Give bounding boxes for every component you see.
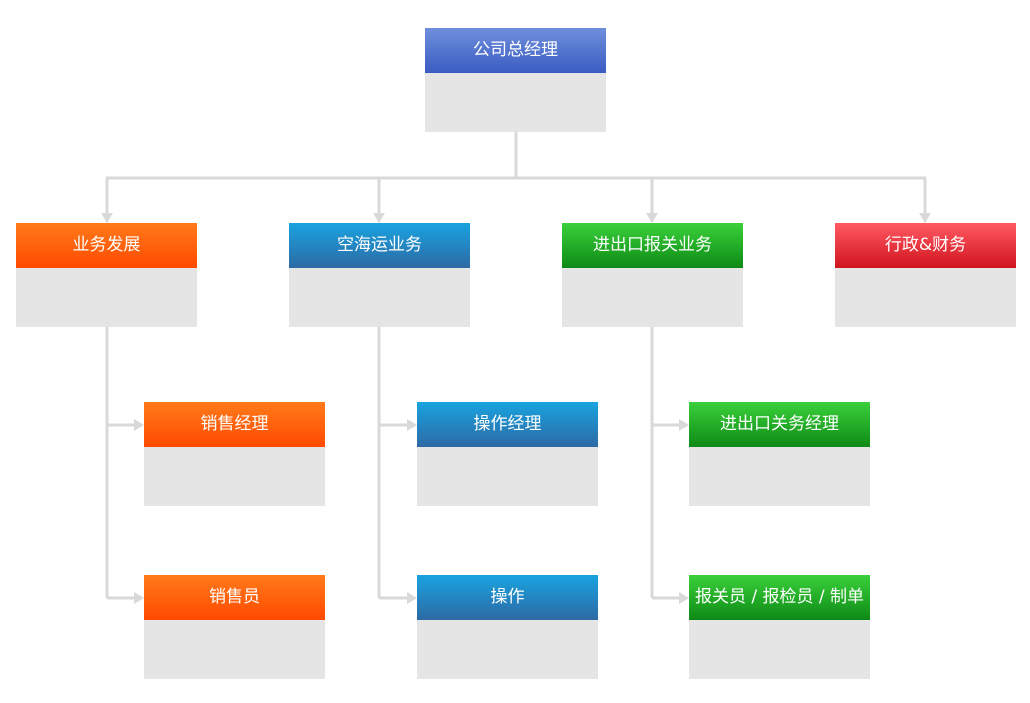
arrow-head-icon — [679, 592, 689, 604]
node-body — [689, 447, 870, 506]
node-operations: 操作 — [417, 575, 598, 679]
arrow-head-icon — [679, 419, 689, 431]
node-body — [144, 447, 325, 506]
arrow-head-icon — [134, 592, 144, 604]
node-air-sea-freight: 空海运业务 — [289, 223, 470, 327]
node-customs-business: 进出口报关业务 — [562, 223, 743, 327]
node-business-development: 业务发展 — [16, 223, 197, 327]
node-admin-finance: 行政&财务 — [835, 223, 1016, 327]
node-title: 销售经理 — [144, 402, 325, 447]
node-body — [144, 620, 325, 679]
node-customs-manager: 进出口关务经理 — [689, 402, 870, 506]
arrow-head-icon — [373, 213, 385, 223]
node-title: 操作经理 — [417, 402, 598, 447]
arrow-head-icon — [646, 213, 658, 223]
arrow-head-icon — [134, 419, 144, 431]
node-body — [16, 268, 197, 327]
node-salesperson: 销售员 — [144, 575, 325, 679]
node-title: 操作 — [417, 575, 598, 620]
node-sales-manager: 销售经理 — [144, 402, 325, 506]
node-body — [417, 620, 598, 679]
node-body — [425, 73, 606, 132]
node-body — [417, 447, 598, 506]
node-customs-declarer: 报关员 / 报检员 / 制单 — [689, 575, 870, 679]
node-title: 空海运业务 — [289, 223, 470, 268]
arrow-head-icon — [407, 592, 417, 604]
node-title: 业务发展 — [16, 223, 197, 268]
arrow-head-icon — [407, 419, 417, 431]
node-body — [689, 620, 870, 679]
node-body — [835, 268, 1016, 327]
node-title: 公司总经理 — [425, 28, 606, 73]
node-title: 行政&财务 — [835, 223, 1016, 268]
node-operations-manager: 操作经理 — [417, 402, 598, 506]
node-title: 销售员 — [144, 575, 325, 620]
arrow-head-icon — [101, 213, 113, 223]
arrow-head-icon — [919, 213, 931, 223]
node-body — [289, 268, 470, 327]
node-title: 报关员 / 报检员 / 制单 — [689, 575, 870, 620]
node-body — [562, 268, 743, 327]
node-title: 进出口关务经理 — [689, 402, 870, 447]
node-general-manager: 公司总经理 — [425, 28, 606, 132]
node-title: 进出口报关业务 — [562, 223, 743, 268]
